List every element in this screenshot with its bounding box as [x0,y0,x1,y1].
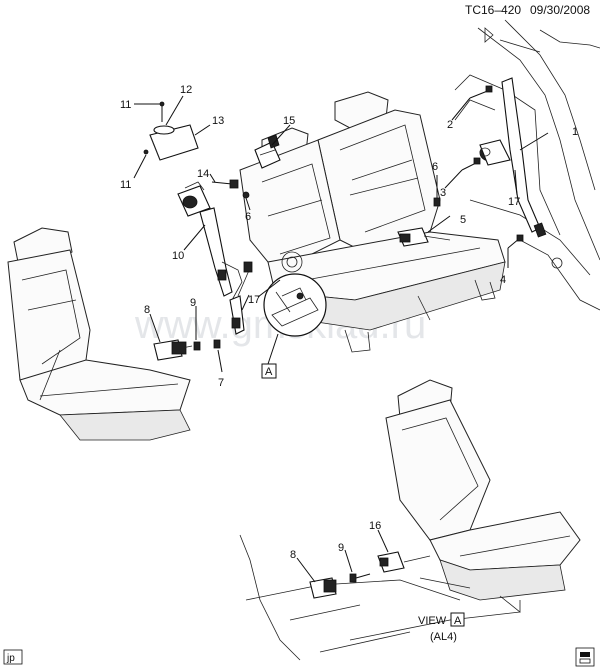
callout-10: 10 [172,250,184,262]
bolt-part-2 [469,85,493,99]
view-a-buckle-16 [377,551,431,573]
leader-lines [133,95,549,583]
bolt-part-6-right [433,197,441,207]
callout-6-left: 6 [245,211,251,223]
right-seat-buckle [397,227,451,247]
detail-circle-a: A [261,273,327,379]
callout-8-left: 8 [144,304,150,316]
hardware-11-12-13 [143,101,199,161]
callout-1: 1 [572,126,578,138]
view-a-bolt-9 [349,573,371,583]
bolt-part-14 [211,179,239,189]
bolt-part-6-left [242,191,250,199]
center-belt-guide [254,134,281,169]
callout-labels: 1 2 3 4 5 6 6 7 8 8 9 9 10 11 11 12 13 1… [120,84,578,561]
callout-9-view: 9 [338,542,344,554]
view-a-floor [239,534,521,661]
bolt-part-7 [213,339,221,349]
view-a-seat [385,379,581,613]
callout-17-left: 17 [248,294,260,306]
callout-8-view: 8 [290,549,296,561]
center-buckle-assembly [229,261,253,335]
bolt-part-4 [507,234,524,249]
view-label: VIEW A (AL4) [418,612,465,643]
callout-15: 15 [283,115,295,127]
callout-16: 16 [369,520,381,532]
view-letter-a: A [454,615,462,627]
view-word: VIEW [418,615,447,627]
callout-5: 5 [460,214,466,226]
callout-12: 12 [180,84,192,96]
callout-11-bottom: 11 [120,179,131,191]
vehicle-pillar-structure [454,19,600,311]
diagram-code: TC16–420 [465,3,521,17]
callout-4: 4 [500,274,506,286]
left-bucket-seat [7,227,191,441]
callout-9-left: 9 [190,297,196,309]
diagram-date: 09/30/2008 [530,3,590,17]
left-belt-retractor [177,181,243,301]
callout-6-right: 6 [432,161,438,173]
left-seat-buckle [153,339,193,361]
callout-2: 2 [447,119,453,131]
view-a-buckle-8 [309,577,337,599]
bolt-part-3 [461,157,481,171]
callout-3: 3 [440,187,446,199]
bolt-part-9-left [193,341,201,351]
callout-7: 7 [218,377,224,389]
footer-left-tag: jp [3,649,23,665]
view-variant: (AL4) [430,631,457,643]
callout-14: 14 [197,168,209,180]
callout-13: 13 [212,115,224,127]
svg-text:jp: jp [6,653,15,664]
footer-right-icon [575,647,595,667]
right-belt-retractor [479,77,547,238]
callout-11-top: 11 [120,99,131,111]
detail-letter-a: A [265,366,273,378]
callout-17-right: 17 [508,196,520,208]
